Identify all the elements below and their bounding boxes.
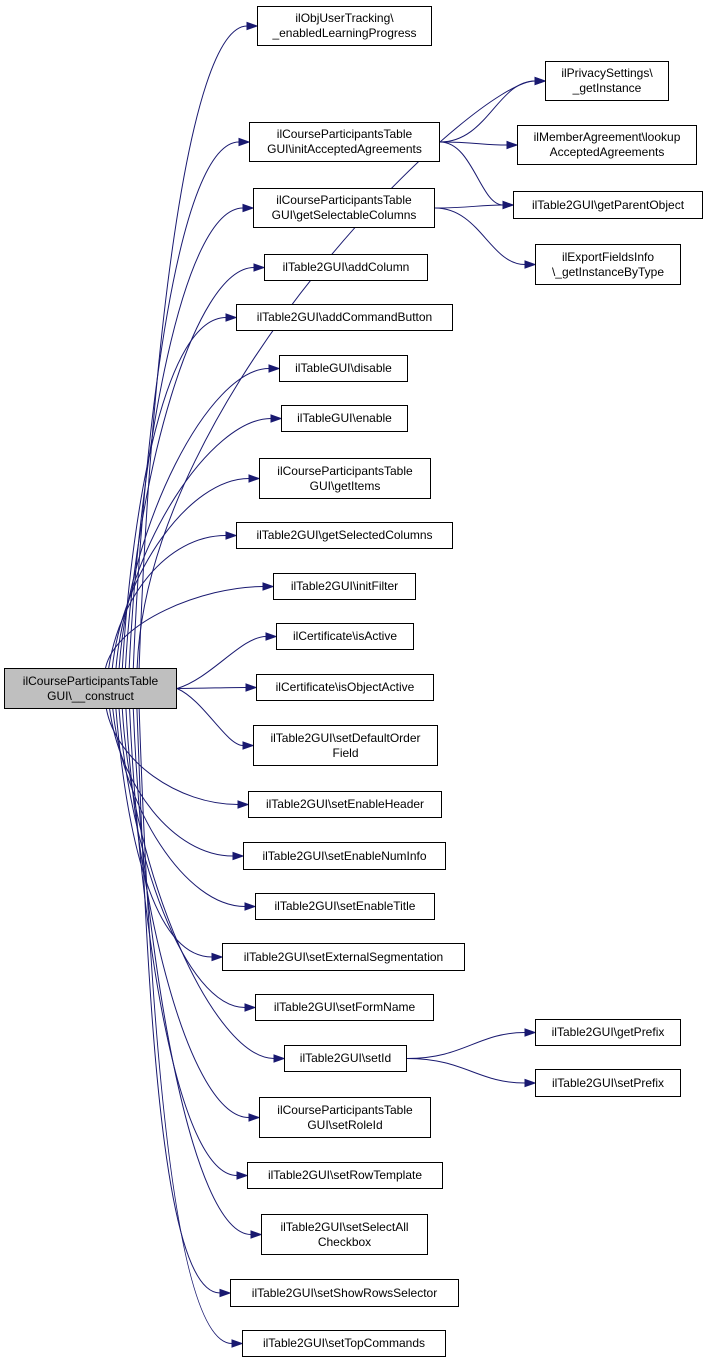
arrowhead-n_settopcmd	[231, 1339, 244, 1348]
arrowhead-n_enable	[270, 414, 283, 423]
node-table2gui-getprefix[interactable]: ilTable2GUI\getPrefix	[535, 1019, 681, 1046]
node-initacceptedagreements[interactable]: ilCourseParticipantsTable GUI\initAccept…	[249, 122, 440, 162]
node-setroleid[interactable]: ilCourseParticipantsTable GUI\setRoleId	[259, 1097, 431, 1138]
node-table2gui-settopcommands[interactable]: ilTable2GUI\setTopCommands	[242, 1330, 446, 1357]
arrowhead-n_isobjactive	[245, 683, 258, 692]
edge-n_setid-to-n_setprefix	[406, 1058, 526, 1084]
arrowhead-n_setshowrows	[219, 1288, 232, 1298]
edge-root-to-n_getselcols	[108, 535, 227, 669]
node-certificate-isobjectactive[interactable]: ilCertificate\isObjectActive	[256, 674, 434, 701]
node-memberagreement-lookupacceptedagreements[interactable]: ilMemberAgreement\lookup AcceptedAgreeme…	[517, 125, 697, 165]
edge-n_getsel-to-n_parent	[434, 204, 504, 209]
edge-root-to-n_setrowtpl	[129, 708, 238, 1176]
edge-n_setid-to-n_getprefix	[406, 1032, 526, 1059]
edge-root-to-n_setid	[121, 708, 275, 1059]
node-table2gui-addcolumn[interactable]: ilTable2GUI\addColumn	[264, 254, 428, 281]
edge-root-to-n_setennum	[109, 708, 234, 857]
arrowhead-n_isactive	[265, 632, 278, 641]
arrowhead-n_addcmd	[225, 313, 238, 322]
node-table2gui-getselectedcolumns[interactable]: ilTable2GUI\getSelectedColumns	[236, 522, 453, 549]
arrowhead-n_objuser	[246, 21, 259, 31]
edge-root-to-n_setrole	[125, 708, 250, 1118]
node-exportfieldsinfo-getinstancebytype[interactable]: ilExportFieldsInfo \_getInstanceByType	[535, 244, 681, 285]
node-getselectablecolumns[interactable]: ilCourseParticipantsTable GUI\getSelecta…	[253, 188, 435, 228]
node-table2gui-setenablenuminfo[interactable]: ilTable2GUI\setEnableNumInfo	[243, 842, 446, 870]
arrowhead-n_setenhead	[237, 800, 250, 809]
edge-n_initacc-to-n_memberagr	[439, 141, 508, 146]
edge-root-to-n_getsel	[128, 207, 244, 669]
node-tablegui-disable[interactable]: ilTableGUI\disable	[279, 355, 408, 382]
node-table2gui-setenableheader[interactable]: ilTable2GUI\setEnableHeader	[248, 791, 442, 818]
arrowhead-n_setform	[244, 1003, 257, 1012]
node-table2gui-setid[interactable]: ilTable2GUI\setId	[284, 1045, 407, 1072]
node-table2gui-setdefaultorderfield[interactable]: ilTable2GUI\setDefaultOrder Field	[253, 725, 438, 766]
arrowhead-n_setennum	[232, 851, 245, 861]
edge-n_initacc-to-n_parent	[439, 141, 504, 206]
edge-root-to-n_enable	[115, 418, 272, 669]
edge-root-to-n_initacc	[132, 141, 240, 669]
node-table2gui-setshowrowsselector[interactable]: ilTable2GUI\setShowRowsSelector	[230, 1279, 459, 1307]
node-certificate-isactive[interactable]: ilCertificate\isActive	[276, 623, 414, 650]
arrowhead-n_disable	[268, 364, 281, 373]
node-table2gui-setexternalsegmentation[interactable]: ilTable2GUI\setExternalSegmentation	[222, 943, 465, 971]
arrowhead-n_getitems	[248, 474, 261, 483]
edge-root-to-n_setdeforder	[176, 688, 244, 746]
arrowhead-n_setid	[273, 1054, 286, 1063]
edge-root-to-n_setselall	[132, 708, 252, 1235]
edge-root-to-n_addcmd	[121, 317, 227, 669]
node-tablegui-enable[interactable]: ilTableGUI\enable	[281, 405, 408, 432]
arrowhead-n_setentitle	[244, 902, 257, 911]
node-table2gui-addcommandbutton[interactable]: ilTable2GUI\addCommandButton	[236, 304, 453, 331]
arrowhead-n_setrole	[248, 1113, 261, 1122]
arrowhead-n_parent	[502, 200, 515, 210]
arrowhead-n_getselcols	[225, 531, 238, 540]
arrowhead-n_memberagr	[506, 140, 519, 150]
arrowhead-n_setrowtpl	[236, 1171, 249, 1180]
arrowhead-n_setdeforder	[242, 741, 255, 750]
edge-n_initacc-to-n_privacy	[439, 80, 536, 143]
edge-root-to-n_setform	[118, 708, 246, 1008]
arrowhead-n_setselall	[250, 1230, 263, 1239]
arrowhead-n_getprefix	[524, 1028, 537, 1037]
root-node-construct: ilCourseParticipantsTable GUI\__construc…	[4, 668, 177, 709]
node-table2gui-initfilter[interactable]: ilTable2GUI\initFilter	[273, 573, 416, 600]
edge-root-to-n_setshowrows	[136, 708, 221, 1294]
node-getitems[interactable]: ilCourseParticipantsTable GUI\getItems	[259, 458, 431, 499]
edge-root-to-n_setextseg	[115, 708, 213, 958]
node-table2gui-getparentobject[interactable]: ilTable2GUI\getParentObject	[513, 191, 703, 219]
arrowhead-n_setextseg	[211, 952, 224, 962]
node-table2gui-setformname[interactable]: ilTable2GUI\setFormName	[255, 994, 434, 1021]
node-table2gui-setselectallcheckbox[interactable]: ilTable2GUI\setSelectAll Checkbox	[261, 1214, 428, 1255]
edge-root-to-n_getitems	[111, 478, 250, 669]
edge-root-to-n_settopcmd	[138, 708, 233, 1344]
arrowhead-n_initacc	[238, 137, 251, 147]
arrowhead-n_addcol	[253, 263, 266, 272]
arrowhead-n_privacy	[534, 76, 547, 86]
edge-n_getsel-to-n_export	[434, 207, 526, 265]
arrowhead-n_export	[524, 260, 537, 269]
arrowhead-n_getsel	[242, 203, 255, 213]
edge-root-to-n_objuser	[138, 25, 248, 669]
edge-root-to-n_initfilter	[105, 586, 264, 669]
node-privacysettings-getinstance[interactable]: ilPrivacySettings\ _getInstance	[545, 61, 669, 101]
arrowhead-n_initfilter	[262, 582, 275, 591]
edge-root-to-n_isactive	[176, 636, 267, 689]
node-table2gui-setprefix[interactable]: ilTable2GUI\setPrefix	[535, 1069, 681, 1097]
node-objusertracking-enabledlearningprogress[interactable]: ilObjUserTracking\ _enabledLearningProgr…	[257, 6, 432, 46]
edge-root-to-n_setenhead	[105, 708, 239, 805]
edge-root-to-n_isobjactive	[176, 687, 247, 689]
arrowhead-n_setprefix	[524, 1078, 537, 1088]
edge-root-to-n_addcol	[124, 267, 255, 669]
node-table2gui-setrowtemplate[interactable]: ilTable2GUI\setRowTemplate	[247, 1162, 443, 1189]
node-table2gui-setenabletitle[interactable]: ilTable2GUI\setEnableTitle	[255, 893, 435, 920]
